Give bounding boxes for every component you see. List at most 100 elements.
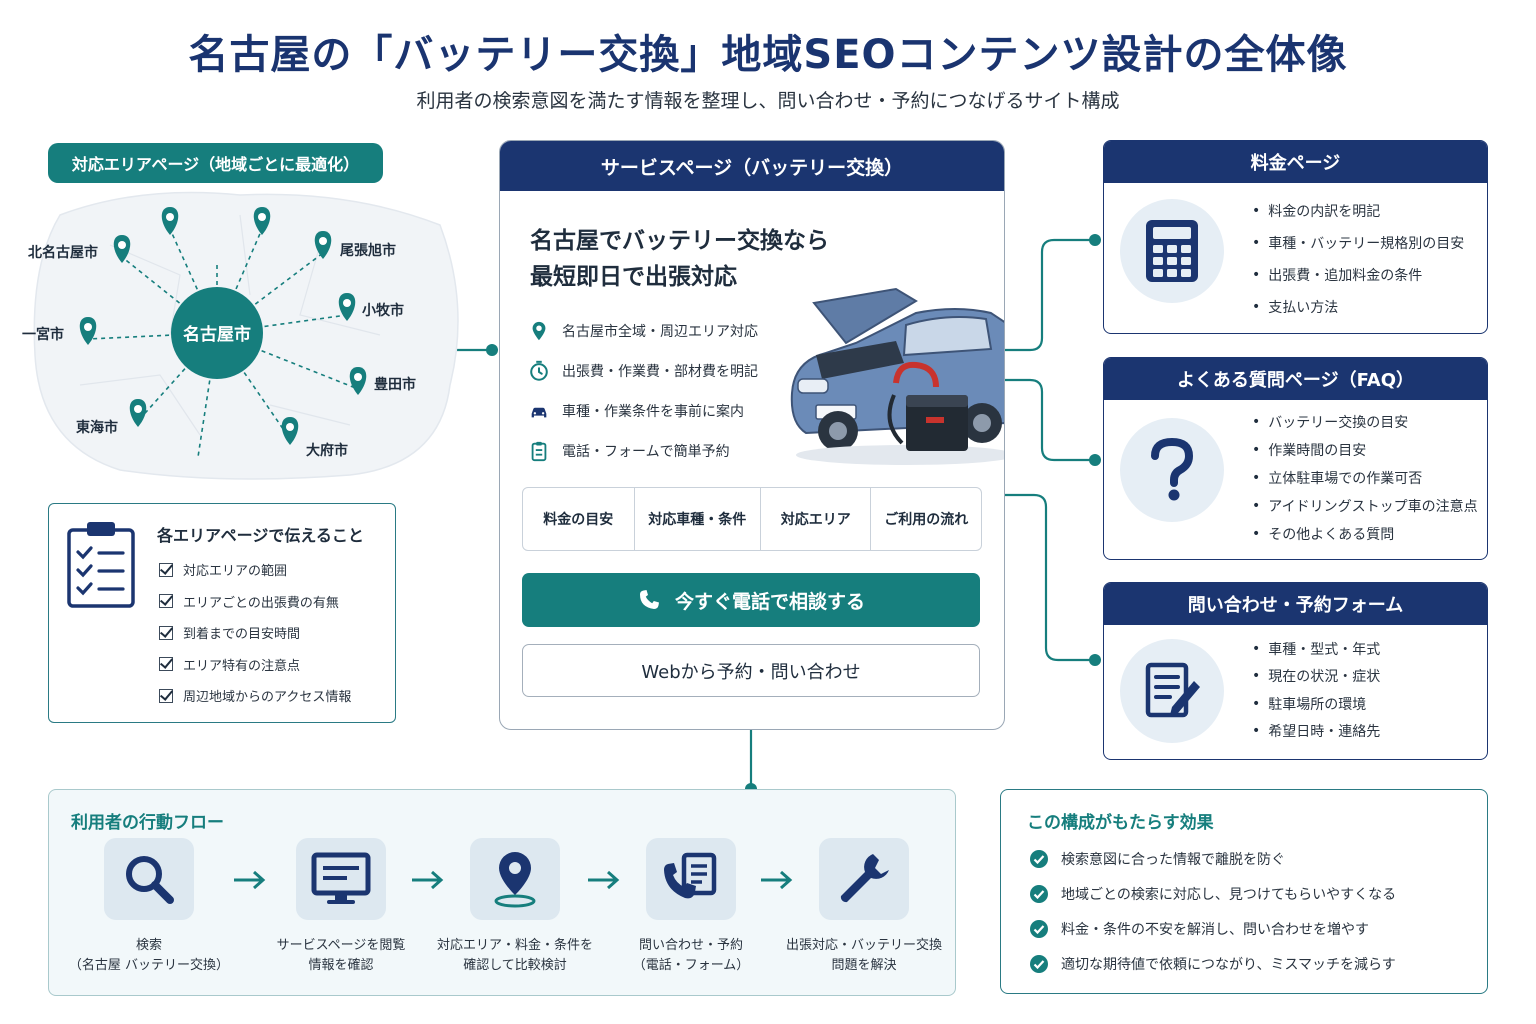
checklist-clipboard-icon xyxy=(67,522,135,608)
service-headline: 名古屋でバッテリー交換なら 最短即日で出張対応 xyxy=(530,228,829,290)
service-feature-list: 名古屋市全域・周辺エリア対応 出張費・作業費・部材費を明記 車種・作業条件を事前… xyxy=(528,311,758,471)
list-item: 料金・条件の不安を解消し、問い合わせを増やす xyxy=(1029,911,1396,946)
checkbox-icon xyxy=(159,562,173,577)
city-label: 一宮市 xyxy=(22,326,64,343)
page-title: 名古屋の「バッテリー交換」地域SEOコンテンツ設計の全体像 xyxy=(188,32,1348,78)
nav-area[interactable]: 対応エリア xyxy=(761,488,872,550)
list-item: 地域ごとの検索に対応し、見つけてもらいやすくなる xyxy=(1029,876,1396,911)
phone-doc-icon xyxy=(646,838,736,920)
map-pin-dot xyxy=(286,423,294,431)
map-pin-icon xyxy=(532,321,546,341)
list-item: 希望日時・連絡先 xyxy=(1252,718,1380,746)
check-circle-icon xyxy=(1030,919,1048,938)
list-item: 周辺地域からのアクセス情報 xyxy=(159,680,351,712)
price-page-list: 料金の内訳を明記 車種・バッテリー規格別の目安 出張費・追加料金の条件 支払い方… xyxy=(1252,195,1464,323)
arrow-right-icon xyxy=(588,870,620,890)
call-now-button[interactable]: 今すぐ電話で相談する xyxy=(522,573,980,627)
map-pin-dot xyxy=(258,213,266,221)
service-nav-row: 料金の目安 対応車種・条件 対応エリア ご利用の流れ xyxy=(522,487,982,551)
city-label: 豊田市 xyxy=(374,376,416,393)
web-reserve-button[interactable]: Webから予約・問い合わせ xyxy=(522,644,980,697)
user-flow-box: 利用者の行動フロー 検索（名古屋 バッテリー交換） サービスページを閲覧情報を確… xyxy=(48,789,956,996)
form-page-list: 車種・型式・年式 現在の状況・症状 駐車場所の環境 希望日時・連絡先 xyxy=(1252,635,1380,745)
arrow-right-icon xyxy=(412,870,444,890)
city-label: 大府市 xyxy=(306,442,348,459)
form-page-title: 問い合わせ・予約フォーム xyxy=(1104,583,1487,625)
service-page-card: サービスページ（バッテリー交換） 名古屋でバッテリー交換なら 最短即日で出張対応… xyxy=(499,140,1005,730)
checkbox-icon xyxy=(159,625,173,640)
nav-vehicles[interactable]: 対応車種・条件 xyxy=(635,488,761,550)
flow-step-inquiry: 問い合わせ・予約（電話・フォーム） xyxy=(601,838,781,976)
hub-label: 名古屋市 xyxy=(183,324,251,345)
map-pin-dot xyxy=(134,405,142,413)
list-item: アイドリングストップ車の注意点 xyxy=(1252,492,1477,520)
clock-icon xyxy=(530,360,548,381)
area-info-title: 各エリアページで伝えること xyxy=(157,526,364,545)
list-item: 料金の内訳を明記 xyxy=(1252,195,1464,227)
faq-page-list: バッテリー交換の目安 作業時間の目安 立体駐車場での作業可否 アイドリングストッ… xyxy=(1252,408,1478,548)
price-page-title: 料金ページ xyxy=(1104,141,1487,183)
effects-box: この構成がもたらす効果 検索意図に合った情報で離脱を防ぐ 地域ごとの検索に対応し… xyxy=(1000,789,1488,994)
location-icon xyxy=(470,838,560,920)
spoke-line xyxy=(216,252,324,334)
clipboard-icon xyxy=(531,441,547,462)
checkbox-icon xyxy=(159,594,173,609)
list-item: エリア特有の注意点 xyxy=(159,649,351,681)
list-item: 立体駐車場での作業可否 xyxy=(1252,464,1478,492)
check-circle-icon xyxy=(1030,954,1048,973)
list-item: 到着までの目安時間 xyxy=(159,617,351,649)
price-page-card: 料金ページ 料金の内訳を明記 車種・バッテリー規格別の目安 出張費・追加料金の条… xyxy=(1103,140,1488,334)
list-item: 検索意図に合った情報で離脱を防ぐ xyxy=(1029,841,1396,876)
list-item: 現在の状況・症状 xyxy=(1252,663,1380,691)
map-pin-dot xyxy=(84,323,92,331)
flow-step-resolve: 出張対応・バッテリー交換問題を解決 xyxy=(774,838,954,976)
calculator-icon xyxy=(1120,199,1224,303)
list-item: 出張費・作業費・部材費を明記 xyxy=(528,351,758,391)
check-circle-icon xyxy=(1030,849,1048,868)
effects-title: この構成がもたらす効果 xyxy=(1027,813,1214,833)
phone-icon xyxy=(639,590,659,609)
spoke-line xyxy=(197,332,218,458)
area-info-list: 対応エリアの範囲 エリアごとの出張費の有無 到着までの目安時間 エリア特有の注意… xyxy=(159,554,351,712)
map-pin-dot xyxy=(166,213,174,221)
spoke-line xyxy=(87,332,218,340)
flow-step-search: 検索（名古屋 バッテリー交換） xyxy=(59,838,239,976)
area-info-box: 各エリアページで伝えること 対応エリアの範囲 エリアごとの出張費の有無 到着まで… xyxy=(48,503,396,723)
flow-step-browse: サービスページを閲覧情報を確認 xyxy=(251,838,431,976)
list-item: その他よくある質問 xyxy=(1252,520,1478,548)
car-icon xyxy=(531,407,547,418)
monitor-icon xyxy=(296,838,386,920)
form-page-card: 問い合わせ・予約フォーム 車種・型式・年式 現在の状況・症状 駐車場所の環境 希… xyxy=(1103,582,1488,760)
nav-price[interactable]: 料金の目安 xyxy=(523,488,635,550)
area-page-tag: 対応エリアページ（地域ごとに最適化） xyxy=(48,143,383,183)
map-pin-dot xyxy=(343,299,351,307)
form-edit-icon xyxy=(1120,639,1224,743)
checkbox-icon xyxy=(159,657,173,672)
wrench-icon xyxy=(819,838,909,920)
nav-flow[interactable]: ご利用の流れ xyxy=(884,512,969,528)
list-item: 電話・フォームで簡単予約 xyxy=(528,431,758,471)
city-label: 尾張旭市 xyxy=(340,242,396,259)
map-pin-dot xyxy=(319,237,327,245)
flow-step-compare: 対応エリア・料金・条件を確認して比較検討 xyxy=(425,838,605,976)
city-label: 北名古屋市 xyxy=(28,244,98,261)
list-item: 作業時間の目安 xyxy=(1252,436,1478,464)
area-map: 名古屋市 北名古屋市 尾張旭市 小牧市 一宮市 豊田市 東海市 大府市 xyxy=(22,191,459,480)
list-item: 駐車場所の環境 xyxy=(1252,690,1380,718)
list-item: 名古屋市全域・周辺エリア対応 xyxy=(528,311,758,351)
list-item: 適切な期待値で依頼につながり、ミスマッチを減らす xyxy=(1029,946,1396,981)
spoke-line xyxy=(216,332,291,440)
spoke-line xyxy=(216,314,348,334)
search-icon xyxy=(104,838,194,920)
city-label: 東海市 xyxy=(76,419,118,436)
list-item: 車種・作業条件を事前に案内 xyxy=(528,391,758,431)
list-item: バッテリー交換の目安 xyxy=(1252,408,1478,436)
checkbox-icon xyxy=(159,688,173,703)
map-pin-dot xyxy=(118,241,126,249)
service-page-header: サービスページ（バッテリー交換） xyxy=(500,141,1004,191)
faq-page-title: よくある質問ページ（FAQ） xyxy=(1104,358,1487,400)
city-label: 小牧市 xyxy=(362,302,404,319)
arrow-right-icon xyxy=(761,870,793,890)
user-flow-title: 利用者の行動フロー xyxy=(71,813,224,833)
question-icon xyxy=(1120,418,1224,522)
